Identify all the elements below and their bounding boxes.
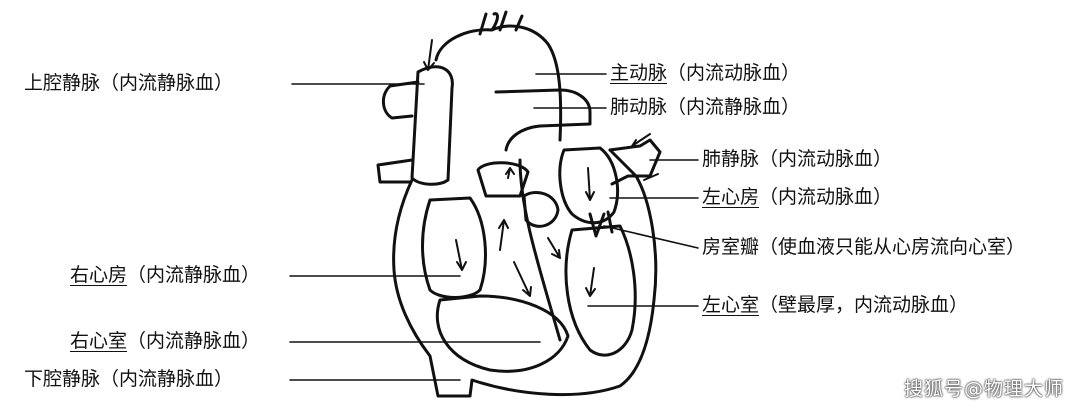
left-side-vessel-stub	[376, 158, 414, 184]
right-side-vessel-stub	[382, 80, 420, 120]
pulmonary-valve	[476, 161, 530, 198]
superior-vena-cava-term: 上腔静脉	[24, 72, 101, 94]
pulmonary-artery-note: （内流静脉血）	[667, 96, 801, 118]
blood-flow-arrows	[423, 39, 659, 297]
label-superior-vena-cava: 上腔静脉（内流静脉血）	[24, 72, 233, 94]
pulmonary-vein-note: （内流动脉血）	[759, 148, 893, 170]
pulmonary-artery-term: 肺动脉	[610, 96, 668, 118]
left-atrium-note: （内流动脉血）	[759, 186, 893, 208]
label-right-atrium: 右心房（内流静脉血）	[70, 264, 260, 286]
right-atrium-term: 右心房	[70, 264, 128, 286]
label-aorta: 主动脉（内流动脉血）	[610, 62, 800, 84]
outer-heart-wall	[392, 148, 658, 398]
right-ventricle-term: 右心室	[70, 330, 128, 352]
label-pulmonary-artery: 肺动脉（内流静脉血）	[610, 96, 800, 118]
label-atrioventricular-valve: 房室瓣（使血液只能从心房流向心室）	[702, 236, 1025, 258]
label-left-atrium: 左心房（内流动脉血）	[702, 186, 892, 208]
leader-lines	[289, 73, 699, 381]
aorta-term: 主动脉	[610, 62, 668, 84]
septum	[518, 158, 562, 342]
left-atrium-term: 左心房	[702, 186, 760, 208]
superior-vena-cava-note: （内流静脉血）	[100, 72, 234, 94]
left-atrium-inner	[558, 146, 619, 225]
aorta-arch	[434, 12, 563, 142]
pulmonary-vein-term: 肺静脉	[702, 148, 760, 170]
label-left-ventricle: 左心室（壁最厚，内流动脉血）	[702, 294, 968, 316]
pulmonary-artery-shape	[494, 88, 592, 152]
right-ventricle-note: （内流静脉血）	[127, 330, 261, 352]
label-inferior-vena-cava: 下腔静脉（内流静脉血）	[24, 368, 233, 390]
left-ventricle-term: 左心室	[702, 294, 760, 316]
aortic-branches	[478, 10, 524, 36]
av-valve-note: （使血液只能从心房流向心室）	[759, 236, 1026, 258]
watermark: 搜狐号@物理大师	[903, 378, 1064, 400]
inferior-vena-cava-term: 下腔静脉	[24, 368, 101, 390]
leader-av-valve	[603, 225, 699, 249]
left-ventricle-note: （壁最厚，内流动脉血）	[759, 294, 969, 316]
aorta-note: （内流动脉血）	[667, 62, 801, 84]
superior-vena-cava-shape	[410, 65, 454, 186]
atrioventricular-valve-shape	[588, 210, 614, 238]
inferior-vena-cava-note: （内流静脉血）	[100, 368, 234, 390]
right-atrium-note: （内流静脉血）	[127, 264, 261, 286]
label-pulmonary-vein: 肺静脉（内流动脉血）	[702, 148, 892, 170]
av-valve-term: 房室瓣	[702, 236, 760, 258]
right-ventricle-inner	[435, 294, 570, 373]
left-ventricle-inner	[564, 224, 637, 357]
label-right-ventricle: 右心室（内流静脉血）	[70, 330, 260, 352]
aortic-valve	[522, 191, 560, 228]
right-atrium-inner	[421, 196, 487, 299]
